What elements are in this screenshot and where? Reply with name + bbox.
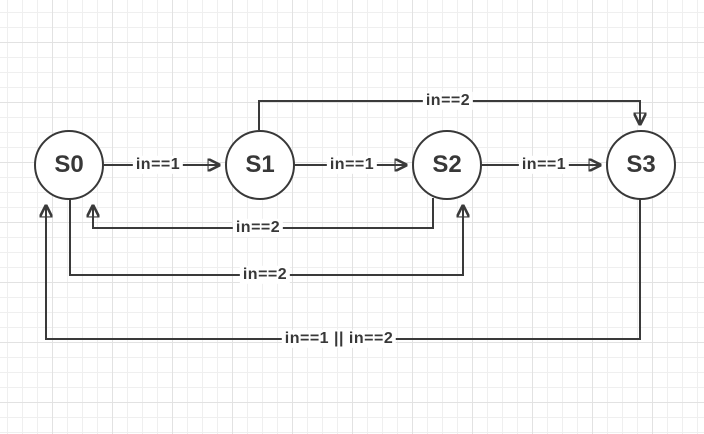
state-label-s1: S1 xyxy=(245,151,275,178)
edge-label-s1-s3[interactable]: in==2 xyxy=(422,91,474,111)
state-node-s1[interactable]: S1 xyxy=(225,130,295,200)
state-node-s0[interactable]: S0 xyxy=(34,130,104,200)
edge-label-s2-s0[interactable]: in==2 xyxy=(232,218,284,238)
state-label-s0: S0 xyxy=(54,151,84,178)
edge-s3-s0[interactable] xyxy=(46,199,641,340)
state-node-s2[interactable]: S2 xyxy=(412,130,482,200)
edge-label-s3-s0[interactable]: in==1 || in==2 xyxy=(281,329,397,349)
state-node-s3[interactable]: S3 xyxy=(606,130,676,200)
edge-label-s1-s2[interactable]: in==1 xyxy=(326,155,378,175)
edge-label-s2-s3[interactable]: in==1 xyxy=(518,155,570,175)
edge-label-s0-s2[interactable]: in==2 xyxy=(239,265,291,285)
state-label-s2: S2 xyxy=(432,151,462,178)
state-label-s3: S3 xyxy=(626,151,656,178)
edge-label-s0-s1[interactable]: in==1 xyxy=(132,155,184,175)
